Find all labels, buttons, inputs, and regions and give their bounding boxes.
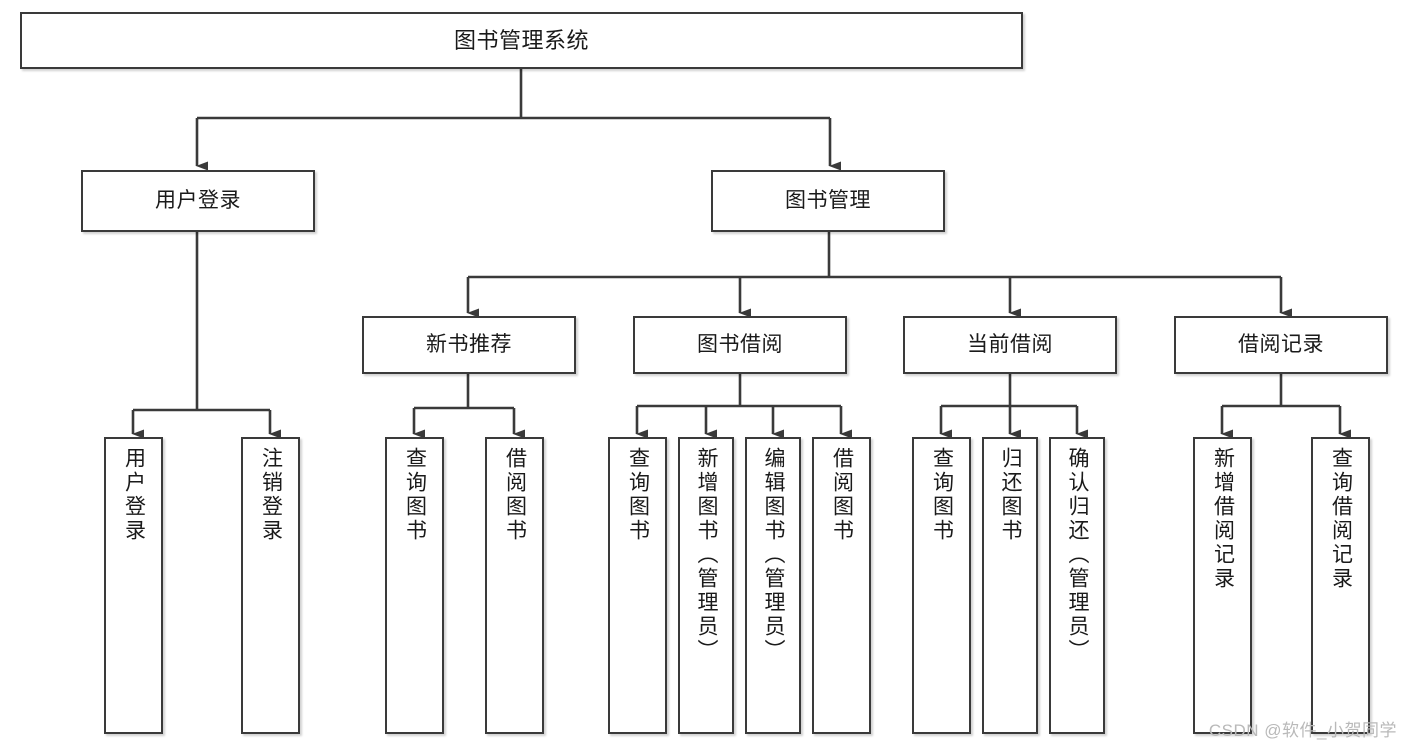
leaf-current-query-book[interactable]: 查询图书 bbox=[912, 437, 971, 734]
node-root-library-system[interactable]: 图书管理系统 bbox=[20, 12, 1023, 69]
leaf-new-book-query[interactable]: 查询图书 bbox=[385, 437, 444, 734]
node-label: 用户登录 bbox=[155, 188, 241, 212]
leaf-user-login-logout[interactable]: 注销登录 bbox=[241, 437, 300, 734]
node-label: 查询图书 bbox=[403, 447, 427, 543]
leaf-record-query-record[interactable]: 查询借阅记录 bbox=[1311, 437, 1370, 734]
leaf-borrow-query-book[interactable]: 查询图书 bbox=[608, 437, 667, 734]
node-label: 借阅图书 bbox=[830, 447, 854, 543]
node-label: 查询图书 bbox=[626, 447, 650, 543]
node-label: 借阅记录 bbox=[1238, 332, 1324, 356]
node-label: 新书推荐 bbox=[426, 332, 512, 356]
node-label: 查询借阅记录 bbox=[1329, 447, 1353, 591]
node-borrow-record[interactable]: 借阅记录 bbox=[1174, 316, 1388, 374]
watermark-text: CSDN @软件_小贺同学 bbox=[1208, 721, 1397, 740]
node-new-book-recommend[interactable]: 新书推荐 bbox=[362, 316, 576, 374]
node-label: 新增图书（管理员） bbox=[695, 447, 719, 663]
leaf-borrow-add-book-admin[interactable]: 新增图书（管理员） bbox=[678, 437, 734, 734]
node-label: 图书管理 bbox=[785, 188, 871, 212]
node-label: 借阅图书 bbox=[503, 447, 527, 543]
node-label: 当前借阅 bbox=[967, 332, 1053, 356]
node-label: 图书管理系统 bbox=[453, 27, 589, 53]
node-current-borrow[interactable]: 当前借阅 bbox=[903, 316, 1117, 374]
node-label: 图书借阅 bbox=[697, 332, 783, 356]
node-label: 查询图书 bbox=[930, 447, 954, 543]
leaf-current-confirm-return-admin[interactable]: 确认归还（管理员） bbox=[1049, 437, 1105, 734]
leaf-current-return-book[interactable]: 归还图书 bbox=[982, 437, 1038, 734]
node-label: 新增借阅记录 bbox=[1211, 447, 1235, 591]
node-label: 用户登录 bbox=[122, 447, 146, 543]
leaf-borrow-edit-book-admin[interactable]: 编辑图书（管理员） bbox=[745, 437, 801, 734]
leaf-new-book-borrow[interactable]: 借阅图书 bbox=[485, 437, 544, 734]
node-book-management[interactable]: 图书管理 bbox=[711, 170, 945, 232]
node-label: 注销登录 bbox=[259, 447, 283, 543]
node-label: 确认归还（管理员） bbox=[1066, 447, 1090, 663]
leaf-record-add-record[interactable]: 新增借阅记录 bbox=[1193, 437, 1252, 734]
leaf-borrow-borrow-book[interactable]: 借阅图书 bbox=[812, 437, 871, 734]
leaf-user-login-login[interactable]: 用户登录 bbox=[104, 437, 163, 734]
node-user-login[interactable]: 用户登录 bbox=[81, 170, 315, 232]
node-book-borrow[interactable]: 图书借阅 bbox=[633, 316, 847, 374]
node-label: 归还图书 bbox=[999, 447, 1023, 543]
node-label: 编辑图书（管理员） bbox=[762, 447, 786, 663]
